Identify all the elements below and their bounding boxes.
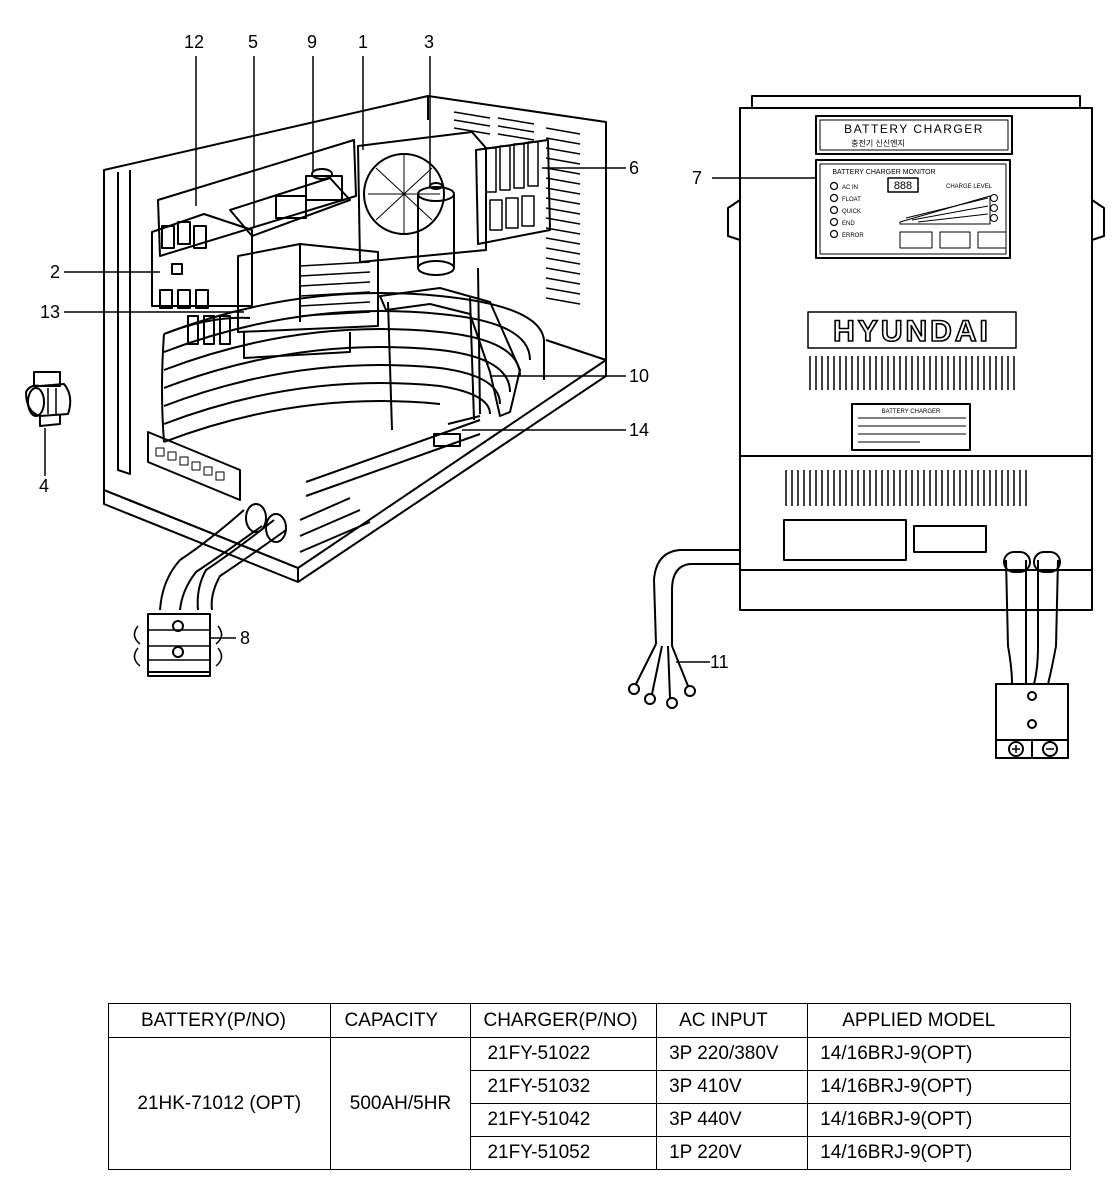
- table-row: 21HK-71012 (OPT) 500AH/5HR 21FY-51022 3P…: [108, 1037, 1071, 1170]
- nameplate-title: BATTERY CHARGER: [844, 122, 984, 136]
- callout-2: 2: [50, 262, 60, 282]
- cell-ac-input: 3P 410V: [656, 1070, 809, 1104]
- table-row: 21FY-51052 1P 220V 14/16BRJ-9(OPT): [109, 1136, 1071, 1170]
- header-battery: BATTERY(P/NO): [108, 1003, 331, 1038]
- cell-ac-input: 3P 220/380V: [656, 1037, 809, 1071]
- callout-10: 10: [629, 366, 649, 386]
- charger-front-view: [628, 95, 1105, 759]
- cell-model: 14/16BRJ-9(OPT): [807, 1103, 1071, 1137]
- callout-13: 13: [40, 302, 60, 322]
- brand-logo: HYUNDAI: [833, 315, 991, 348]
- cell-charger: 21FY-51022: [470, 1037, 658, 1071]
- monitor-title: BATTERY CHARGER MONITOR: [832, 169, 935, 176]
- battery-connector-plug: [133, 613, 223, 677]
- selector-switch: [25, 371, 72, 427]
- cell-charger: 21FY-51052: [470, 1136, 658, 1170]
- callout-6: 6: [629, 158, 639, 178]
- cell-ac-input: 1P 220V: [656, 1136, 809, 1170]
- cell-model: 14/16BRJ-9(OPT): [807, 1070, 1071, 1104]
- header-applied-model: APPLIED MODEL: [807, 1003, 1071, 1038]
- monitor-display: 888: [894, 180, 912, 192]
- cell-model: 14/16BRJ-9(OPT): [807, 1037, 1071, 1071]
- header-capacity: CAPACITY: [329, 1003, 472, 1038]
- callout-3: 3: [424, 32, 434, 52]
- parts-spec-table: BATTERY(P/NO) CAPACITY CHARGER(P/NO) AC …: [108, 1003, 1071, 1170]
- cell-model: 14/16BRJ-9(OPT): [807, 1136, 1071, 1170]
- lamp-label-end: END: [842, 221, 855, 227]
- table-row: 21FY-51042 3P 440V 14/16BRJ-9(OPT): [109, 1103, 1071, 1137]
- callout-14: 14: [629, 420, 649, 440]
- callout-9: 9: [307, 32, 317, 52]
- callout-4: 4: [39, 476, 49, 496]
- callout-12: 12: [184, 32, 204, 52]
- callout-11: 11: [710, 652, 729, 672]
- charge-level-label: CHARGE LEVEL: [946, 184, 993, 190]
- callout-5: 5: [248, 32, 258, 52]
- spec-plate-title: BATTERY CHARGER: [882, 409, 941, 415]
- charger-exploded-diagram: 12 5 9 1 3 6 7 2 13 10 14 4 8 11 BATTERY…: [25, 32, 1105, 759]
- cell-capacity: 500AH/5HR: [329, 1037, 472, 1170]
- leader-lines: [44, 56, 816, 663]
- lamp-label-float: FLOAT: [842, 197, 861, 203]
- table-header-row: BATTERY(P/NO) CAPACITY CHARGER(P/NO) AC …: [108, 1003, 1071, 1038]
- lamp-label-error: ERROR: [842, 233, 864, 239]
- cell-charger: 21FY-51042: [470, 1103, 658, 1137]
- cell-battery: 21HK-71012 (OPT): [108, 1037, 331, 1170]
- header-charger: CHARGER(P/NO): [470, 1003, 658, 1038]
- lamp-label-ac-in: AC IN: [842, 185, 858, 191]
- callout-7: 7: [692, 168, 702, 188]
- charger-cabinet-open: [103, 95, 607, 611]
- nameplate-korean: 충전기 신신엔지: [851, 138, 905, 148]
- header-ac-input: AC INPUT: [656, 1003, 809, 1038]
- cell-charger: 21FY-51032: [470, 1070, 658, 1104]
- table-row: 21FY-51032 3P 410V 14/16BRJ-9(OPT): [109, 1070, 1071, 1104]
- cell-ac-input: 3P 440V: [656, 1103, 809, 1137]
- lamp-label-quick: QUICK: [842, 209, 861, 215]
- callout-8: 8: [240, 628, 250, 648]
- callout-1: 1: [358, 32, 368, 52]
